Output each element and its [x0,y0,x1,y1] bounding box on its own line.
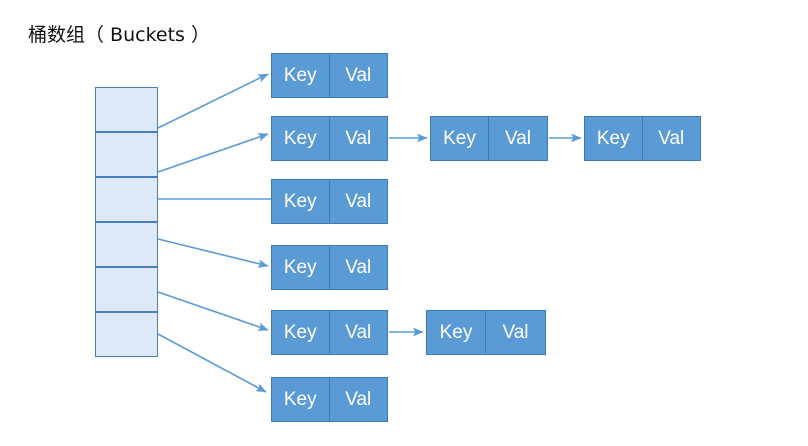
bucket-cell-0[interactable] [95,87,158,132]
node-chain-4-item-0[interactable]: Key Val [271,310,388,355]
node-chain-4-item-1[interactable]: Key Val [426,310,546,355]
node-val-cell: Val [502,322,529,343]
node-key-cell: Key [272,246,330,289]
node-chain-3-item-0[interactable]: Key Val [271,245,388,290]
node-chain-1-item-2[interactable]: Key Val [584,116,701,161]
bucket-cell-1[interactable] [95,132,158,177]
node-val-cell: Val [345,191,372,212]
node-chain-5-item-0[interactable]: Key Val [271,377,388,422]
connector-bucket-3 [157,238,269,268]
node-key-cell: Key [272,54,330,97]
connector-bucket-5 [157,333,267,393]
node-key-cell: Key [272,311,330,354]
node-val-cell: Val [345,128,372,149]
node-key-cell: Key [272,180,330,223]
node-val-cell: Val [658,128,685,149]
node-key-cell: Key [431,117,489,160]
page-title: 桶数组（ Buckets ） [28,24,210,46]
node-chain-1-item-0[interactable]: Key Val [271,116,388,161]
node-val-cell: Val [345,257,372,278]
node-key-cell: Key [272,378,330,421]
bucket-cell-4[interactable] [95,267,158,312]
bucket-cell-2[interactable] [95,177,158,222]
node-val-cell: Val [345,322,372,343]
node-val-cell: Val [504,128,532,149]
node-val-cell: Val [345,65,372,86]
connector-bucket-0 [157,73,269,129]
connector-bucket-4 [157,291,269,331]
node-chain-0-item-0[interactable]: Key Val [271,53,388,98]
node-key-cell: Key [427,311,486,354]
node-key-cell: Key [272,117,330,160]
bucket-array [95,87,158,357]
node-val-cell: Val [345,389,372,410]
connector-bucket-1 [157,133,269,173]
bucket-cell-3[interactable] [95,222,158,267]
bucket-cell-5[interactable] [95,312,158,357]
node-chain-2-item-0[interactable]: Key Val [271,179,388,224]
node-chain-1-item-1[interactable]: Key Val [430,116,548,161]
node-key-cell: Key [585,117,643,160]
